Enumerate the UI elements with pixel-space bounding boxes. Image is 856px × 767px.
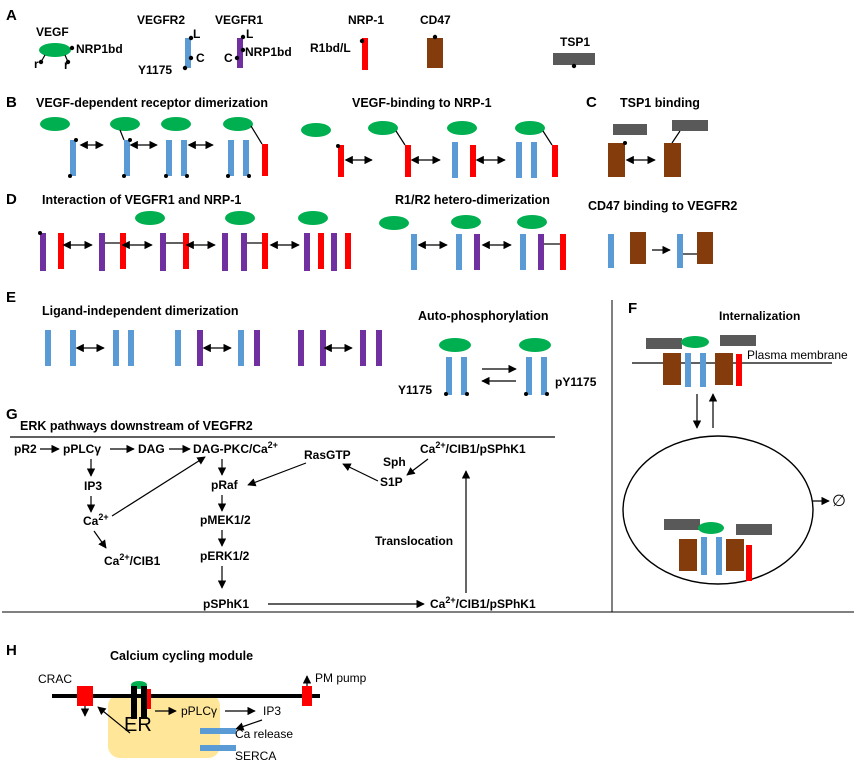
- vegf-r-left: r: [34, 57, 39, 71]
- cd47-bar: [427, 38, 443, 68]
- serca-pump: [200, 745, 236, 751]
- vegf-label: VEGF: [36, 25, 69, 39]
- vegfr2-label: VEGFR2: [137, 13, 185, 27]
- panel-e-title-left: Ligand-independent dimerization: [42, 304, 239, 318]
- panel-a-letter: A: [6, 7, 17, 24]
- tsp1-bar: [553, 53, 595, 65]
- panel-f-title: Internalization: [719, 309, 800, 323]
- panel-f-endosome: ∅: [622, 435, 846, 585]
- panel-e-letter: E: [6, 289, 16, 306]
- node-sph: Sph: [383, 455, 406, 469]
- panel-f-membrane-complex: Plasma membrane: [632, 335, 848, 429]
- panel-e-title-right: Auto-phosphorylation: [418, 309, 549, 323]
- er-label: ER: [124, 714, 152, 736]
- panel-b-nrp1-binding: [301, 121, 558, 178]
- node-complex-bottom: Ca2+/CIB1/pSPhK1: [430, 595, 536, 611]
- legend-nrp1: NRP-1 R1bd/L: [310, 13, 384, 70]
- node-pr2: pR2: [14, 442, 37, 456]
- panel-c-title: TSP1 binding: [620, 96, 700, 110]
- nrp1-bar: [362, 38, 368, 70]
- panel-g-title: ERK pathways downstream of VEGFR2: [20, 419, 253, 433]
- h-pplc-label: pPLCγ: [181, 704, 217, 718]
- pm-pump: [302, 686, 312, 706]
- legend-vegfr2: VEGFR2 L C Y1175: [137, 13, 205, 77]
- legend-tsp1: TSP1: [553, 35, 595, 69]
- node-dag: DAG: [138, 442, 165, 456]
- node-dag-pkc: DAG-PKC/Ca2+: [193, 440, 278, 456]
- panel-d-title-left: Interaction of VEGFR1 and NRP-1: [42, 193, 241, 207]
- panel-b-title-right: VEGF-binding to NRP-1: [352, 96, 492, 110]
- node-rasgtp: RasGTP: [304, 448, 351, 462]
- vegfr2-l-label: L: [193, 27, 200, 41]
- legend-cd47: CD47: [420, 13, 451, 68]
- panel-h-calcium: ER CRAC PM pump pPLCγ IP3 Ca release SER…: [38, 671, 367, 763]
- node-praf: pRaf: [211, 478, 239, 492]
- node-complex-top: Ca2+/CIB1/pSPhK1: [420, 440, 526, 456]
- panel-h-letter: H: [6, 642, 17, 659]
- node-perk: pERK1/2: [200, 549, 250, 563]
- node-ca-cib1: Ca2+/CIB1: [104, 552, 161, 568]
- serca-label: SERCA: [235, 749, 276, 762]
- h-ip3-label: IP3: [263, 704, 281, 718]
- legend-vegfr1: VEGFR1 L C NRP1bd: [215, 13, 292, 68]
- panel-d-cd47-vegfr2: [608, 232, 713, 268]
- node-pmek: pMEK1/2: [200, 513, 251, 527]
- panel-h-title: Calcium cycling module: [110, 649, 253, 663]
- panel-b-letter: B: [6, 94, 17, 111]
- panel-c-letter: C: [586, 94, 597, 111]
- panel-c-tsp1-binding: [608, 120, 708, 177]
- node-ip3: IP3: [84, 479, 102, 493]
- legend-vegf: VEGF r r NRP1bd: [34, 25, 123, 72]
- node-pplc: pPLCγ: [63, 442, 101, 456]
- panel-g-letter: G: [6, 406, 18, 423]
- node-ca: Ca2+: [83, 512, 109, 528]
- ca-release-label: Ca release: [235, 727, 293, 741]
- degradation-symbol: ∅: [832, 493, 846, 510]
- vegfr1-c-label: C: [224, 51, 233, 65]
- nrp1-site-label: R1bd/L: [310, 41, 351, 55]
- endosome-circle: [622, 435, 814, 585]
- vegfr1-label: VEGFR1: [215, 13, 263, 27]
- node-psphk1: pSPhK1: [203, 597, 249, 611]
- translocation-label: Translocation: [375, 534, 453, 548]
- vegf-dimer: [39, 43, 71, 57]
- panel-g-pathway: pR2 pPLCγ DAG DAG-PKC/Ca2+ IP3 Ca2+ Ca2+…: [14, 440, 536, 611]
- panel-e-ligand-independent: [45, 330, 382, 366]
- ip3-receptor: [200, 728, 236, 734]
- panel-d-letter: D: [6, 191, 17, 208]
- panel-d-r1-nrp1: [38, 211, 351, 271]
- cd47-label: CD47: [420, 13, 451, 27]
- node-s1p: S1P: [380, 475, 403, 489]
- panel-e-autophosphorylation: Y1175 pY1175: [398, 338, 597, 397]
- crac-label: CRAC: [38, 672, 72, 686]
- vegf-r-right: r: [64, 58, 69, 72]
- vegfr1-nrp1bd-label: NRP1bd: [245, 45, 292, 59]
- y1175-label: Y1175: [398, 383, 432, 397]
- vegf-nrp1bd-label: NRP1bd: [76, 42, 123, 56]
- panel-d-title-right: CD47 binding to VEGFR2: [588, 199, 737, 213]
- vegfr2-bar: [185, 38, 191, 68]
- vegfr1-bar: [237, 38, 243, 68]
- plasma-membrane-label: Plasma membrane: [747, 348, 848, 362]
- vegfr1-l-label: L: [246, 27, 253, 41]
- vegfr2-y1175-label: Y1175: [138, 63, 172, 77]
- py1175-label: pY1175: [555, 375, 597, 389]
- panel-b-dimerization: [40, 117, 268, 178]
- vegfr2-c-label: C: [196, 51, 205, 65]
- crac-channel: [77, 686, 93, 706]
- tsp1-label: TSP1: [560, 35, 590, 49]
- panel-b-title-left: VEGF-dependent receptor dimerization: [36, 96, 268, 110]
- nrp1-label: NRP-1: [348, 13, 384, 27]
- panel-d-hetero: [379, 215, 566, 270]
- panel-f-letter: F: [628, 300, 637, 317]
- panel-d-title-middle: R1/R2 hetero-dimerization: [395, 193, 550, 207]
- pm-pump-label: PM pump: [315, 671, 367, 685]
